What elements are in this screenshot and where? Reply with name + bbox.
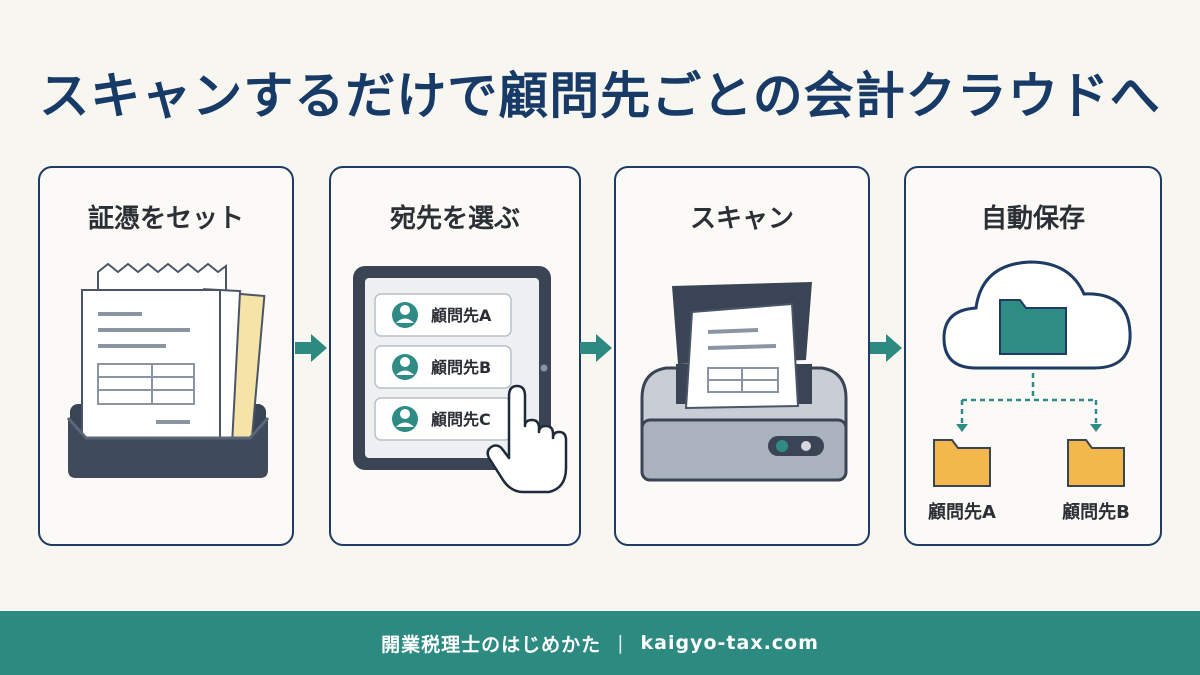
folder-icon	[1067, 439, 1125, 487]
folder-label-a: 顧問先A	[928, 501, 996, 523]
footer-separator: |	[617, 632, 625, 654]
folder-icon	[999, 299, 1067, 355]
step-card-scan: スキャン	[614, 166, 870, 546]
step-title: 証憑をセット	[87, 204, 244, 234]
page-title: スキャンするだけで顧問先ごとの会計クラウドへ	[39, 67, 1161, 125]
step-title: スキャン	[689, 204, 794, 234]
scanner-illustration	[640, 282, 848, 482]
tablet-illustration: 顧問先A 顧問先B 顧問先C	[353, 266, 568, 494]
step-card-auto-save: 自動保存 顧問先A 顧問先B	[904, 166, 1162, 546]
cloud-storage-illustration: 顧問先A 顧問先B	[928, 260, 1132, 523]
folder-label-b: 顧問先B	[1062, 501, 1130, 523]
footer-site-name: 開業税理士のはじめかた	[381, 633, 602, 656]
step-title: 宛先を選ぶ	[389, 204, 520, 234]
footer-url[interactable]: kaigyo-tax.com	[640, 632, 819, 654]
step-card-set-documents: 証憑をセット	[38, 166, 294, 546]
client-option-c[interactable]: 顧問先C	[431, 410, 491, 429]
arrow-right-icon	[870, 334, 902, 362]
arrow-right-icon	[295, 334, 327, 362]
pointing-hand-icon	[486, 384, 568, 494]
document-tray-icon	[66, 262, 270, 478]
step-title: 自動保存	[980, 204, 1085, 234]
arrow-right-icon	[580, 334, 612, 362]
footer-bar: 開業税理士のはじめかた | kaigyo-tax.com	[0, 611, 1200, 675]
folder-icon	[933, 439, 991, 487]
step-card-choose-destination: 宛先を選ぶ 顧問先A 顧問先B 顧問先C	[329, 166, 581, 546]
client-option-a[interactable]: 顧問先A	[431, 306, 492, 325]
client-option-b[interactable]: 顧問先B	[431, 358, 491, 377]
